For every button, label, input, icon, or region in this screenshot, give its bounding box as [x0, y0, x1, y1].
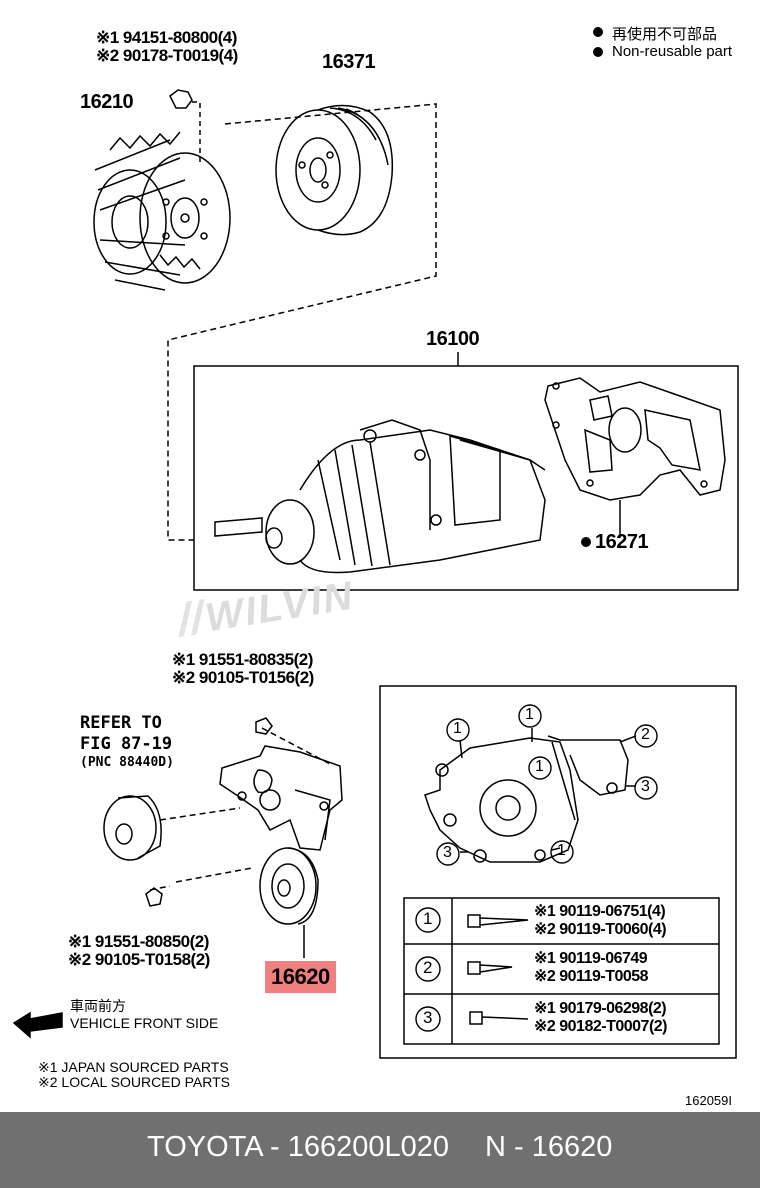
bolt-top-line2: ※2 90178-T0019(4) — [96, 46, 238, 65]
nut-drawing — [169, 89, 193, 109]
bolt-medium-icon — [467, 961, 513, 975]
refer-line2: FIG 87-19 — [80, 734, 173, 754]
table-row1-b: ※2 90119-T0060(4) — [534, 921, 667, 938]
water-pump-drawing — [214, 419, 546, 574]
bolt-long-icon — [467, 914, 529, 928]
table-row2-b: ※2 90119-T0058 — [534, 968, 649, 985]
idler-pulley-drawing — [259, 847, 319, 925]
bolt-short-icon — [469, 1011, 529, 1025]
refer-line1: REFER TO — [80, 713, 162, 733]
table-row3-b: ※2 90182-T0007(2) — [534, 1018, 668, 1035]
pump-box — [193, 365, 739, 591]
part-label-16100: 16100 — [426, 328, 480, 350]
footer-pnc: N - 16620 — [485, 1131, 613, 1163]
pulley-drawing — [275, 104, 394, 236]
marker-3b: 3 — [443, 844, 452, 861]
part-label-16210: 16210 — [80, 91, 134, 113]
bolt-low-line2: ※2 90105-T0158(2) — [68, 950, 210, 969]
bolt-low-line1: ※1 91551-80850(2) — [68, 932, 209, 951]
front-en: VEHICLE FRONT SIDE — [70, 1015, 219, 1031]
marker-3a: 3 — [641, 778, 650, 795]
marker-1b: 1 — [525, 706, 534, 723]
part-label-16620[interactable]: 16620 — [265, 961, 336, 993]
footer-part-number: TOYOTA - 166200L020 — [147, 1131, 450, 1163]
table-marker-3: 3 — [423, 1008, 433, 1027]
footer-bar: TOYOTA - 166200L020 N - 16620 — [0, 1112, 760, 1188]
detail-box — [379, 685, 737, 1059]
table-row1-a: ※1 90119-06751(4) — [534, 903, 666, 920]
note-local: ※2 LOCAL SOURCED PARTS — [38, 1074, 230, 1090]
marker-2a: 2 — [641, 726, 650, 743]
table-row2-a: ※1 90119-06749 — [534, 950, 648, 967]
legend-en: Non-reusable part — [612, 43, 733, 60]
front-jp: 車両前方 — [70, 998, 126, 1014]
bolt-mid-line1: ※1 91551-80835(2) — [172, 650, 313, 669]
legend-jp: 再使用不可部品 — [612, 26, 718, 43]
table-row3-a: ※1 90179-06298(2) — [534, 1000, 667, 1017]
marker-1d: 1 — [557, 842, 566, 859]
gasket-drawing — [544, 377, 726, 501]
part-label-16371: 16371 — [322, 51, 376, 73]
note-japan: ※1 JAPAN SOURCED PARTS — [38, 1059, 229, 1075]
front-arrow-icon — [12, 1011, 63, 1039]
fan-clutch-drawing — [93, 131, 231, 291]
bolt-top-line1: ※1 94151-80800(4) — [96, 28, 237, 47]
figure-code: 162059I — [685, 1093, 732, 1108]
pump-outline-drawing — [424, 735, 629, 863]
bolt-mid-line2: ※2 90105-T0156(2) — [172, 668, 314, 687]
table-marker-1: 1 — [423, 909, 433, 928]
marker-1a: 1 — [453, 720, 462, 737]
part-label-16271: 16271 — [595, 531, 649, 553]
table-marker-2: 2 — [423, 958, 433, 977]
refer-line3: (PNC 88440D) — [80, 755, 174, 770]
fastener-table — [403, 897, 720, 1045]
ref-pulley-drawing — [103, 795, 162, 861]
marker-1c: 1 — [535, 758, 544, 775]
bracket-drawing — [219, 745, 343, 851]
